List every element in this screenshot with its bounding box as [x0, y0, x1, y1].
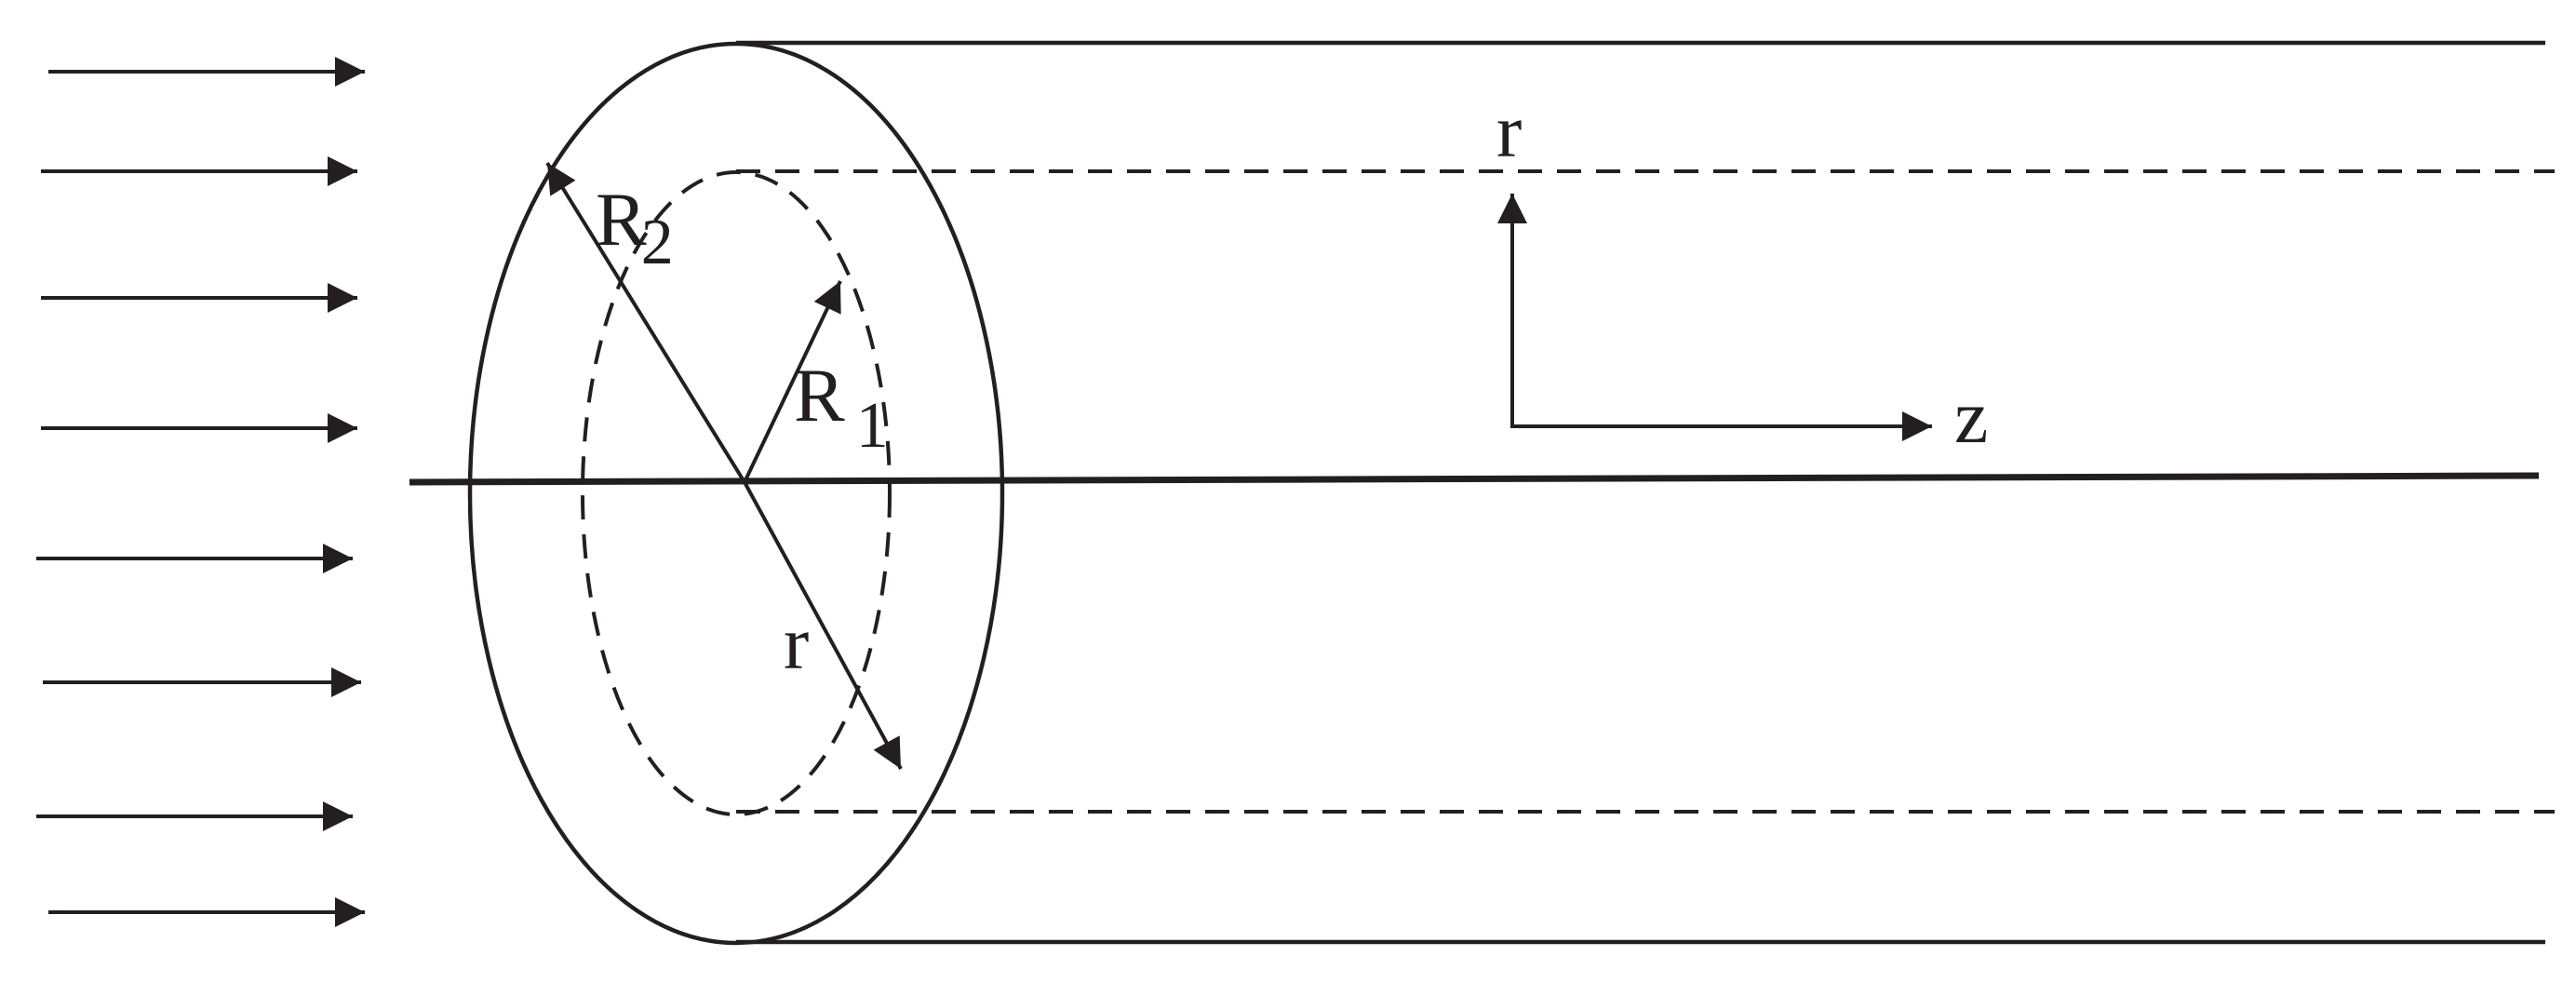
central-axis	[409, 472, 2540, 486]
outer-ellipse	[467, 41, 1005, 946]
inner-cylinder	[581, 169, 2555, 816]
r-vector-label: r	[784, 600, 809, 685]
z-axis-label: z	[1954, 374, 1988, 459]
r1-vector	[743, 280, 842, 483]
inflow-arrows	[36, 57, 365, 927]
r2-vector	[545, 161, 746, 484]
r-vector	[743, 481, 903, 770]
r-axis-label: r	[1496, 88, 1522, 173]
coordinate-axes	[1497, 194, 1932, 441]
outer-cylinder	[467, 40, 2545, 946]
r2-label: R2	[596, 177, 674, 278]
inner-ellipse	[581, 170, 892, 816]
radius-vectors	[545, 161, 903, 770]
